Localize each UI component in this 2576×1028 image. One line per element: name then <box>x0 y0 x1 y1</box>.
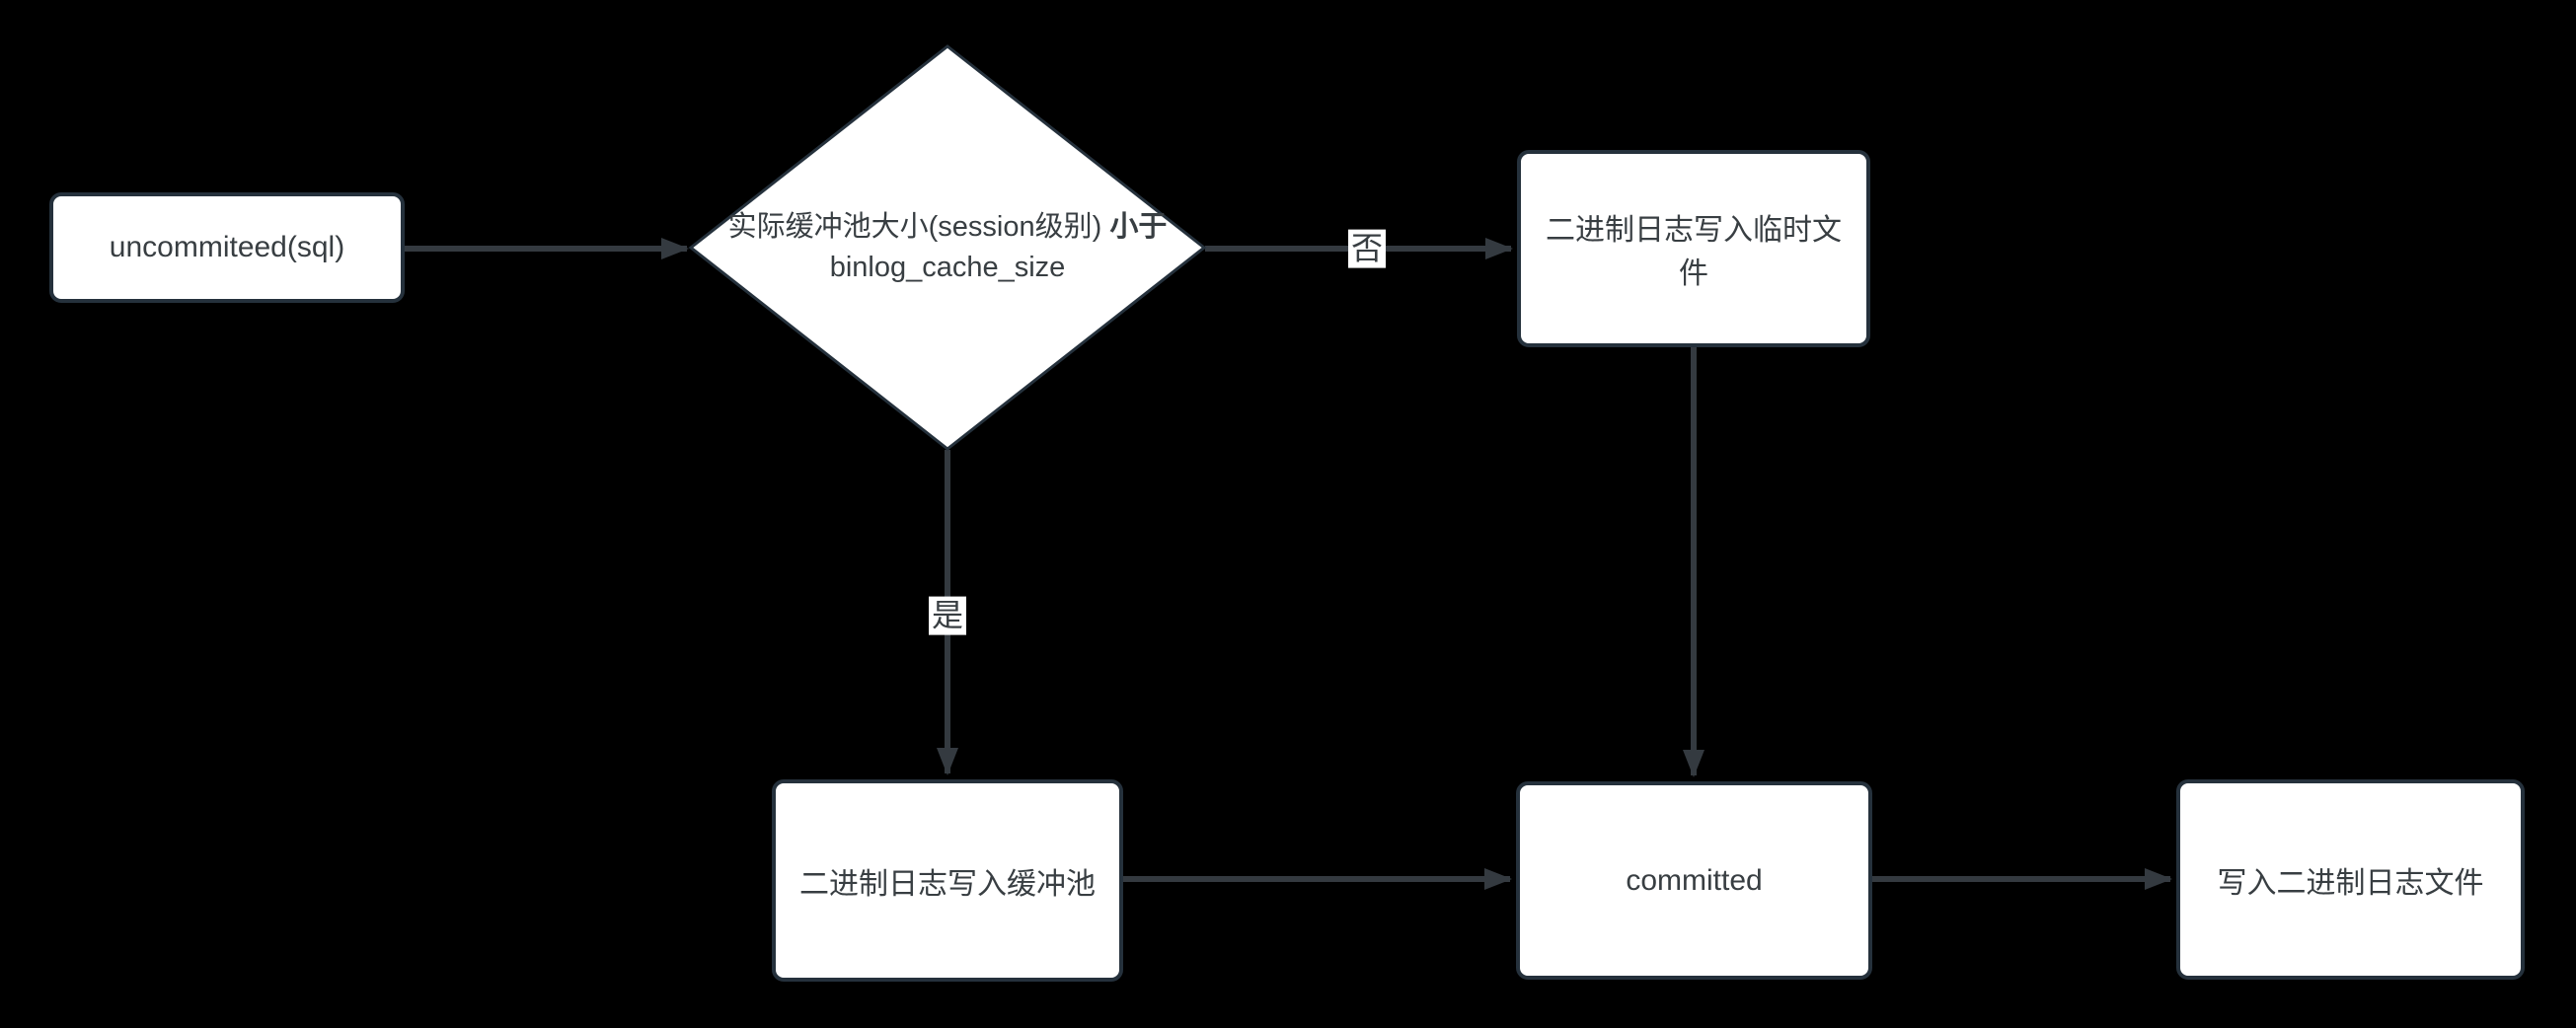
node-write-binlog-file: 写入二进制日志文件 <box>2176 779 2525 980</box>
node-binlog-buffer-pool: 二进制日志写入缓冲池 <box>772 779 1123 982</box>
node-binlog-temp-file-label: 二进制日志写入临时文件 <box>1546 214 1842 290</box>
edge-label-no: 否 <box>1347 229 1387 268</box>
node-committed: committed <box>1516 781 1872 980</box>
node-committed-label: committed <box>1626 863 1763 897</box>
node-binlog-buffer-pool-label: 二进制日志写入缓冲池 <box>799 867 1096 901</box>
node-uncommitted-sql: uncommiteed(sql) <box>49 192 405 303</box>
edge-label-yes: 是 <box>928 596 967 635</box>
decision-diamond <box>688 44 1207 451</box>
node-binlog-temp-file: 二进制日志写入临时文件 <box>1517 150 1870 347</box>
node-write-binlog-file-label: 写入二进制日志文件 <box>2217 866 2484 900</box>
node-uncommitted-sql-label: uncommiteed(sql) <box>109 231 345 263</box>
